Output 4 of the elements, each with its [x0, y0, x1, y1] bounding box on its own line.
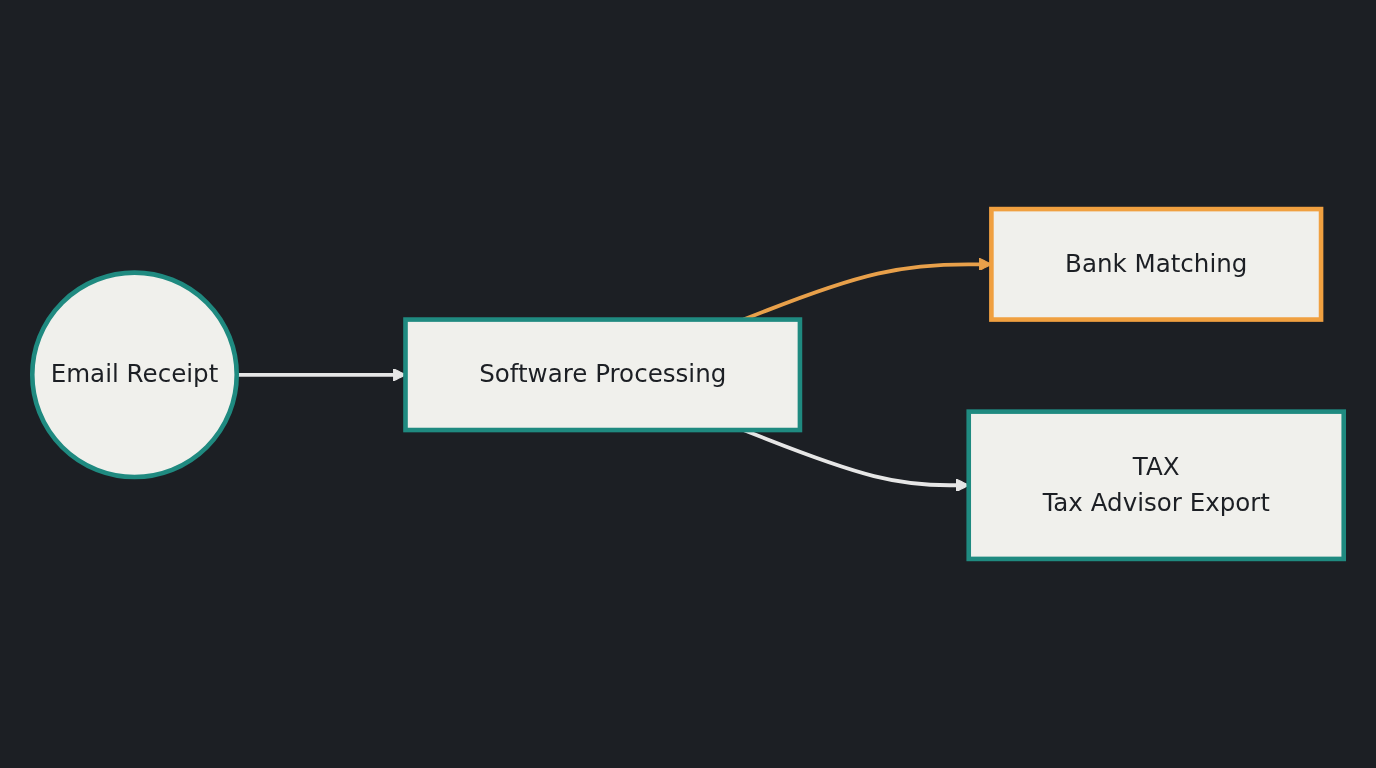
- node-box: Bank Matching: [989, 206, 1324, 322]
- node-circle: Email Receipt: [30, 270, 239, 480]
- node-box: Software Processing: [403, 317, 803, 433]
- node-box: TAX Tax Advisor Export: [966, 409, 1347, 562]
